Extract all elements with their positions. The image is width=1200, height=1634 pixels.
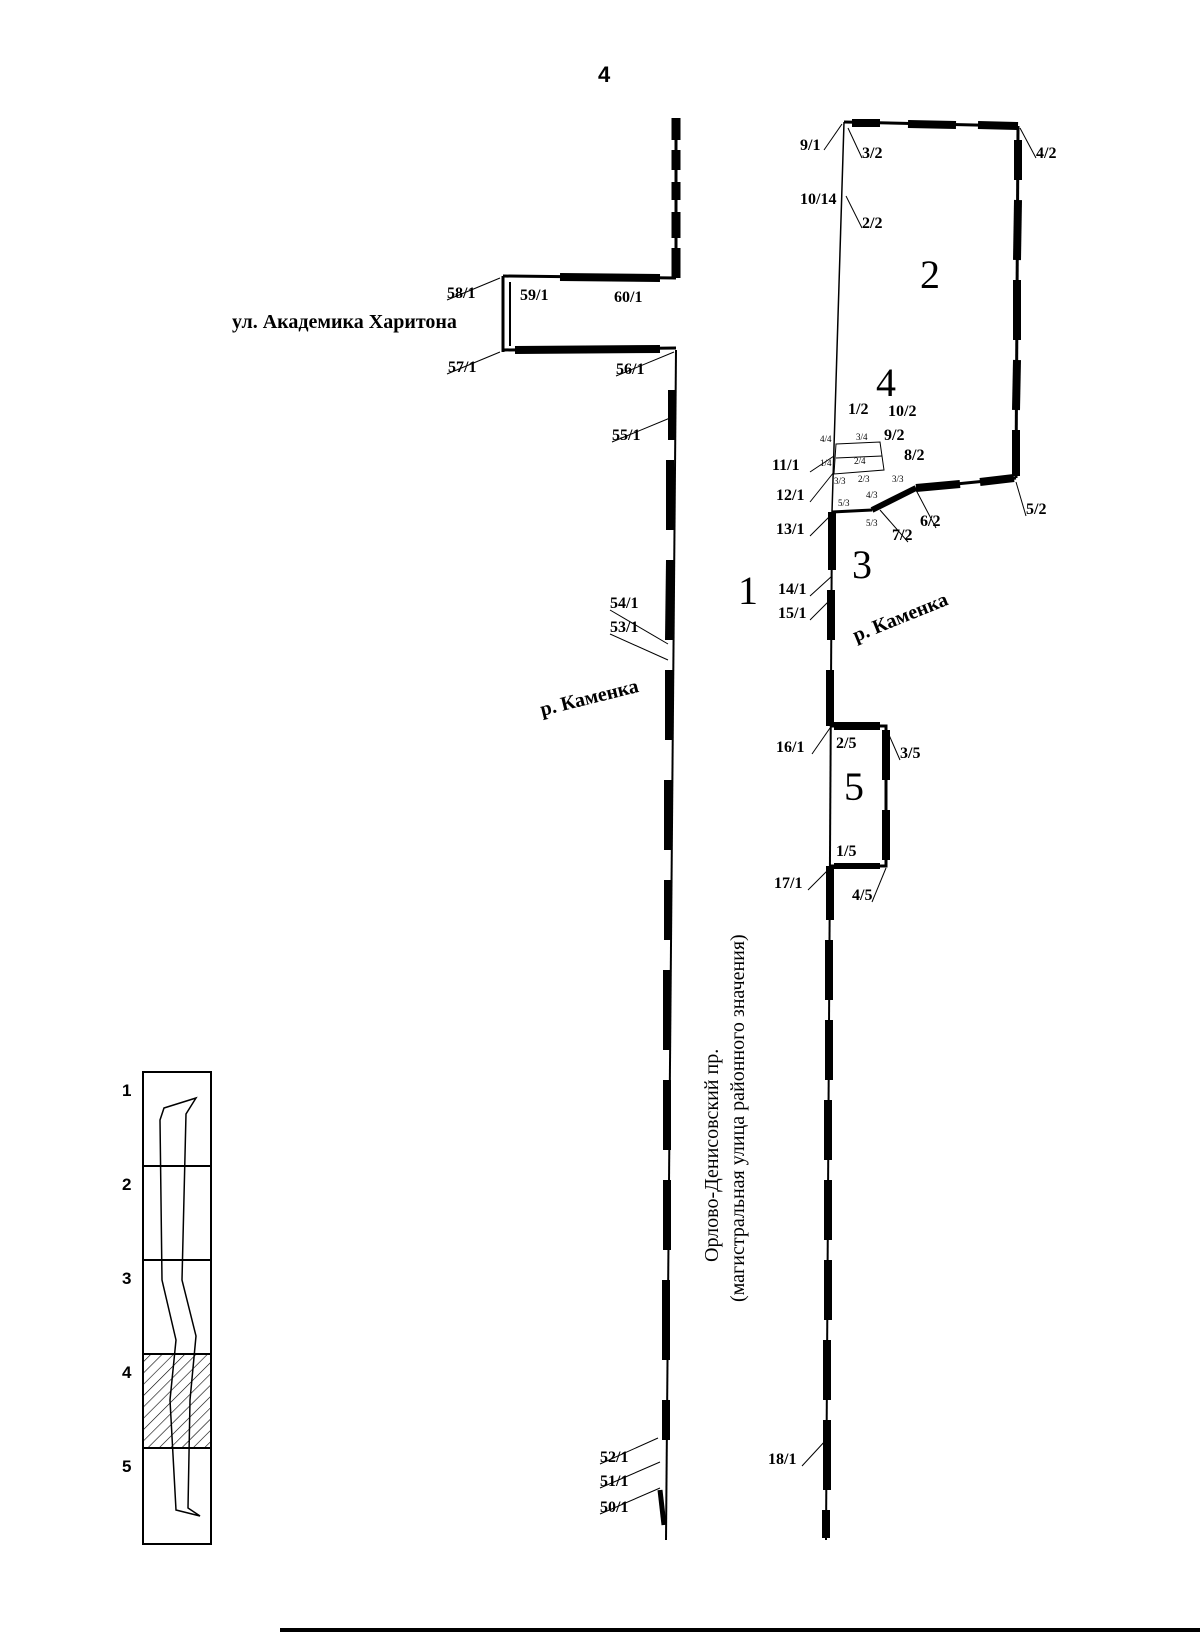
point-label: 10/2 <box>888 403 916 420</box>
point-label: 9/1 <box>800 137 820 154</box>
index-road-shape <box>159 1096 201 1517</box>
point-label: 12/1 <box>776 487 804 504</box>
small-point-label: 5/3 <box>838 498 850 508</box>
point-label: 16/1 <box>776 739 804 756</box>
point-label: 3/2 <box>862 145 882 162</box>
point-label: 53/1 <box>610 619 638 636</box>
small-point-label: 2/4 <box>854 456 866 466</box>
left-leader-lines <box>446 277 675 1515</box>
small-point-label: 3/3 <box>892 474 904 484</box>
point-label: 2/2 <box>862 215 882 232</box>
index-map: 1 2 3 4 5 <box>122 1071 212 1545</box>
left-boundary <box>501 118 681 1541</box>
river-label-right: р. Каменка <box>850 589 952 647</box>
small-point-label: 2/3 <box>858 474 870 484</box>
index-row-label: 2 <box>122 1175 131 1194</box>
point-label: 10/14 <box>800 191 836 208</box>
index-row-label: 1 <box>122 1081 131 1100</box>
point-label: 58/1 <box>447 285 475 302</box>
point-label: 14/1 <box>778 581 806 598</box>
point-label: 56/1 <box>616 361 644 378</box>
prospect-label-line2: (магистральная улица районного значения) <box>727 934 749 1302</box>
point-label: 8/2 <box>904 447 924 464</box>
prospect-label: Орлово-Денисовский пр. (магистральная ул… <box>701 934 749 1302</box>
point-label: 9/2 <box>884 427 904 444</box>
page-number: 4 <box>598 62 611 87</box>
zone-numbers: 1 2 3 4 5 <box>738 252 940 809</box>
point-label: 1/2 <box>848 401 868 418</box>
small-point-label: 4/3 <box>866 490 878 500</box>
prospect-label-line1: Орлово-Денисовский пр. <box>701 1049 723 1262</box>
river-label-left: р. Каменка <box>538 675 641 721</box>
index-row-label: 5 <box>122 1457 131 1476</box>
point-label: 18/1 <box>768 1451 796 1468</box>
index-highlight-row <box>143 1354 211 1448</box>
zone-3: 3 <box>852 542 872 587</box>
point-label: 55/1 <box>612 427 640 444</box>
right-boundary <box>822 119 1022 1541</box>
right-leader-lines <box>801 123 1037 1467</box>
zone-1: 1 <box>738 568 758 613</box>
small-point-label: 1/4 <box>820 458 832 468</box>
small-point-label: 5/3 <box>866 518 878 528</box>
point-label: 59/1 <box>520 287 548 304</box>
index-row-label: 4 <box>122 1363 132 1382</box>
left-point-labels: 58/1 59/1 60/1 57/1 56/1 55/1 54/1 53/1 … <box>447 285 644 1516</box>
point-label: 5/2 <box>1026 501 1046 518</box>
zone-4: 4 <box>876 360 896 405</box>
point-label: 17/1 <box>774 875 802 892</box>
point-label: 3/5 <box>900 745 920 762</box>
small-labels: 4/4 3/4 2/4 1/4 2/3 3/3 4/3 5/3 5/3 3/3 <box>820 432 904 528</box>
point-label: 6/2 <box>920 513 940 530</box>
street-label-kharitona: ул. Академика Харитона <box>232 311 457 333</box>
point-label: 54/1 <box>610 595 638 612</box>
point-label: 4/5 <box>852 887 872 904</box>
point-label: 13/1 <box>776 521 804 538</box>
point-label: 15/1 <box>778 605 806 622</box>
point-label: 11/1 <box>772 457 800 474</box>
point-label: 1/5 <box>836 843 856 860</box>
zone-5: 5 <box>844 764 864 809</box>
point-label: 60/1 <box>614 289 642 306</box>
small-point-label: 3/4 <box>856 432 868 442</box>
small-point-label: 4/4 <box>820 434 832 444</box>
point-label: 2/5 <box>836 735 856 752</box>
point-label: 4/2 <box>1036 145 1056 162</box>
small-point-label: 3/3 <box>834 476 846 486</box>
index-row-label: 3 <box>122 1269 131 1288</box>
zone-2: 2 <box>920 252 940 297</box>
